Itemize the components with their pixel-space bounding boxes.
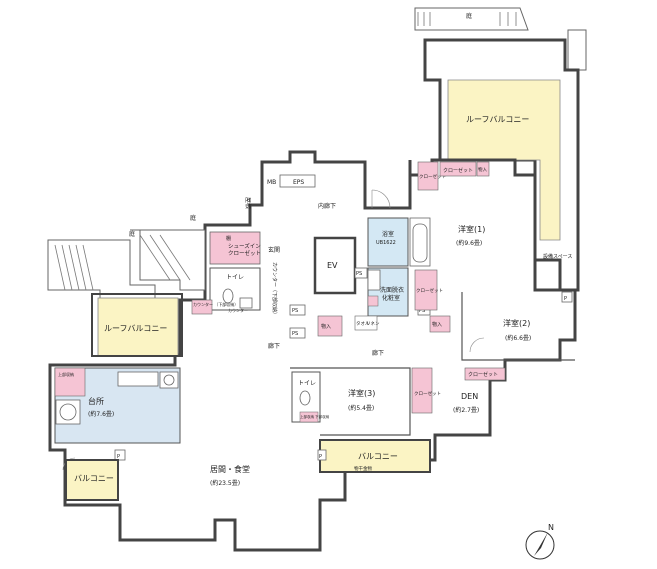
wash-label-7: 室 bbox=[394, 294, 400, 302]
living-label: 居間・食堂 bbox=[210, 464, 250, 474]
storage-boxes: 物入 物入 物入 bbox=[317, 161, 490, 337]
bath-size-label: UB1622 bbox=[376, 240, 396, 246]
closet-3-label: クローゼット bbox=[414, 390, 441, 397]
storage-label-1: 物入 bbox=[321, 323, 331, 330]
kitchen-size-label: (約7.6畳) bbox=[88, 410, 114, 418]
living-size-label: (約23.5畳) bbox=[210, 479, 240, 487]
shoes-closet-label-1: シューズイン bbox=[228, 242, 261, 250]
p-label-1: P bbox=[564, 296, 567, 302]
laundry-label: 物干金物 bbox=[354, 465, 372, 472]
shoes-closet-label-2: クローゼット bbox=[228, 249, 261, 257]
counter-small-label: カウンター bbox=[228, 307, 248, 313]
balcony-left: バルコニー bbox=[65, 459, 119, 501]
western-3-label: 洋室(3) bbox=[348, 388, 375, 398]
roof-balcony-left-label: ルーフバルコニー bbox=[104, 324, 167, 333]
north-compass: N bbox=[525, 523, 555, 560]
p-label-3: P bbox=[319, 454, 322, 460]
entrance-block: MB EPS 屋根 内廊下 bbox=[244, 174, 391, 210]
aircon-space-label: 設備スペース bbox=[543, 253, 572, 260]
toilet-1-label: トイレ bbox=[226, 274, 244, 281]
shelf-label: 棚 bbox=[226, 235, 231, 242]
ps-label-2: PS bbox=[292, 331, 298, 337]
balcony-right-label: バルコニー bbox=[358, 452, 398, 461]
kitchen-label: 台所 bbox=[88, 396, 104, 406]
genkan-label: 玄関 bbox=[268, 246, 280, 254]
western-2-size-label: (約6.6畳) bbox=[505, 334, 531, 342]
bath: 浴室 UB1622 bbox=[367, 217, 431, 267]
niwa-label-far-left: 庭 bbox=[129, 230, 135, 238]
toilet-1: トイレ カウンター （下部収納） カウンター bbox=[191, 267, 261, 315]
western-1-label: 洋室(1) bbox=[458, 224, 485, 234]
wash-label-5: 化 bbox=[382, 294, 388, 302]
closet-1b-label: クローゼット bbox=[443, 167, 473, 174]
towel-label: タオル bbox=[356, 320, 370, 327]
niwa-label-top: 庭 bbox=[466, 12, 472, 20]
western-2-label: 洋室(2) bbox=[503, 318, 530, 328]
closet-2-label: クローゼット bbox=[416, 287, 443, 294]
top-garden-area: 庭 bbox=[414, 7, 587, 71]
wash-label-1: 洗 bbox=[380, 286, 386, 294]
toilet-2-label: トイレ bbox=[298, 380, 316, 387]
western-3-size-label: (約5.4畳) bbox=[348, 404, 374, 412]
wash-label-3: 脱 bbox=[392, 286, 398, 294]
storage-label-2: 物入 bbox=[432, 321, 442, 328]
roof-balcony-right-label: ルーフバルコニー bbox=[466, 115, 529, 124]
den-size-label: (約2.7畳) bbox=[453, 406, 479, 414]
counter-lower-label: カウンター （下部収納） bbox=[193, 301, 238, 307]
closet-1a-label: クローゼット bbox=[419, 173, 446, 180]
linen-label: リネン bbox=[366, 321, 380, 327]
left-garden-area: 庭 庭 ルーフバルコニー bbox=[47, 214, 206, 357]
bath-label: 浴室 bbox=[382, 230, 394, 238]
western-room-2: クローゼット 洋室(2) (約6.6畳) P bbox=[414, 269, 575, 361]
hall-label: 廊下 bbox=[372, 349, 384, 357]
wash-label-4: 衣 bbox=[398, 286, 404, 294]
elevator: EV bbox=[313, 236, 357, 295]
den-room: クローゼット DEN (約2.7畳) bbox=[453, 367, 506, 414]
storage-label-3: 物入 bbox=[478, 166, 487, 173]
western-room-1: クローゼット クローゼット 洋室(1) (約9.6畳) bbox=[417, 161, 485, 247]
p-label-2: P bbox=[117, 454, 120, 460]
upper-storage-label: 上部収納 bbox=[58, 371, 74, 377]
balcony-right: バルコニー 物干金物 P bbox=[317, 439, 431, 473]
yane-label: 屋根 bbox=[244, 197, 252, 209]
ps-label-3: PS bbox=[356, 271, 362, 277]
counter-shelf-label: カウンター（下部収納） bbox=[271, 262, 278, 317]
niwa-label-left: 庭 bbox=[190, 214, 196, 222]
north-icon: N bbox=[548, 523, 554, 532]
hall-2-label: 廊下 bbox=[268, 342, 280, 350]
counter-storage-label: 上部収納 下部収納 bbox=[300, 414, 330, 419]
western-room-3: クローゼット 洋室(3) (約5.4畳) bbox=[290, 367, 441, 436]
mb-label: MB bbox=[267, 179, 276, 186]
wash-room: 洗 面 脱 衣 化 粧 室 タオル リネン bbox=[354, 267, 409, 331]
wash-label-2: 面 bbox=[386, 287, 392, 294]
outer-walls bbox=[48, 150, 577, 552]
kitchen: 上部収納 台所 (約7.6畳) P bbox=[54, 367, 181, 461]
toilet-2: トイレ 上部収納 下部収納 bbox=[291, 371, 330, 423]
hall: 廊下 廊下 bbox=[268, 342, 384, 357]
closet-4-label: クローゼット bbox=[468, 371, 498, 378]
inner-hall-label: 内廊下 bbox=[318, 202, 336, 210]
den-label: DEN bbox=[461, 392, 478, 401]
wash-label-6: 粧 bbox=[388, 294, 394, 302]
ps-label-4: PS bbox=[419, 308, 425, 314]
balcony-left-label: バルコニー bbox=[74, 474, 114, 483]
eps-label: EPS bbox=[293, 179, 304, 186]
shoes-closet: 棚 シューズイン クローゼット 玄関 カウンター（下部収納） bbox=[209, 231, 280, 317]
ev-label: EV bbox=[327, 261, 338, 270]
ps-label-1: PS bbox=[292, 308, 298, 314]
western-1-size-label: (約9.6畳) bbox=[456, 239, 482, 247]
